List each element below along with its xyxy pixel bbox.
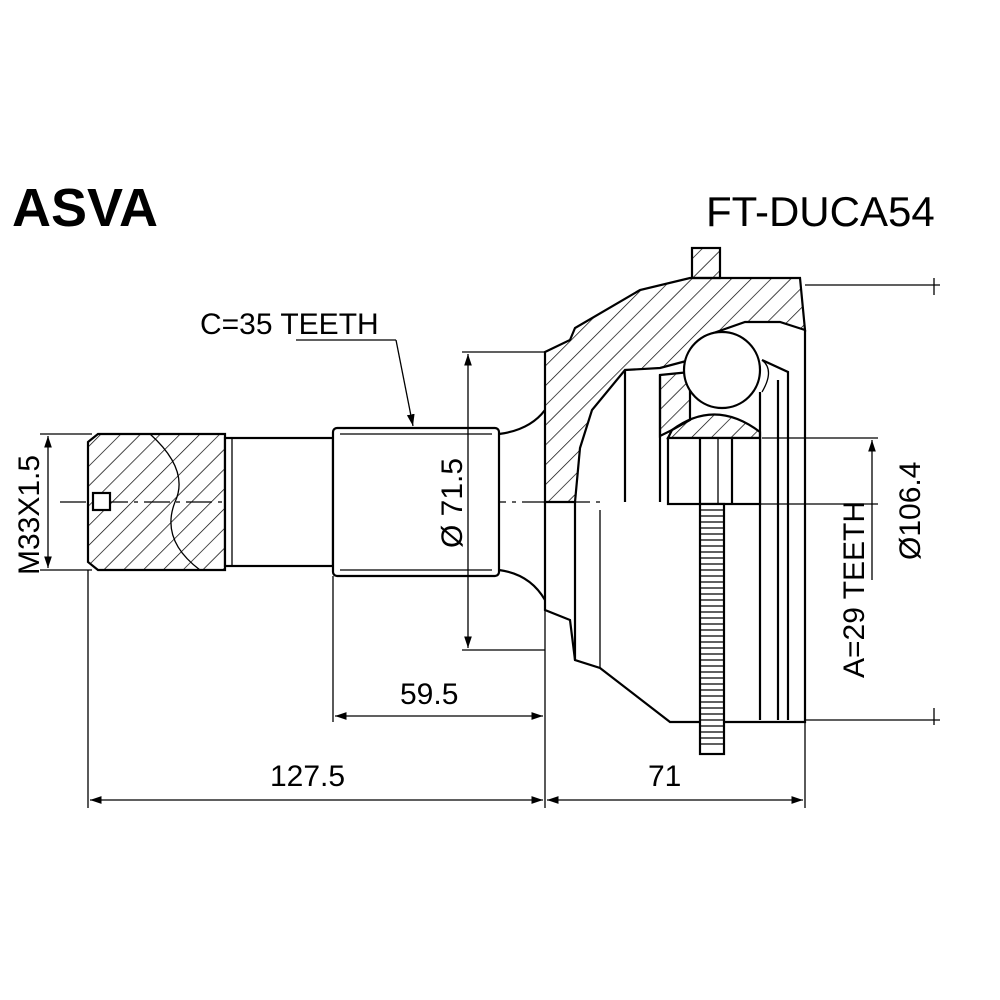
stub-center-hole [91, 491, 112, 512]
brand-logo: ASVA [12, 178, 158, 238]
shaft-neck [223, 436, 335, 568]
splined-shaft [331, 426, 501, 578]
label-length-total-shaft: 127.5 [270, 760, 345, 793]
inner-race [623, 359, 790, 720]
race-groove [761, 359, 770, 393]
label-spline-outer: C=35 TEETH [200, 308, 379, 341]
abs-ring [698, 502, 726, 756]
label-length-shaft: 59.5 [400, 678, 458, 711]
shaft-fillet-top [498, 409, 546, 436]
cage-lower [666, 413, 762, 440]
abs-stub-top [690, 246, 722, 280]
stub-break-line [149, 433, 201, 571]
abs-ring-teeth [700, 509, 724, 745]
ball-bearing [682, 330, 762, 410]
label-length-housing: 71 [648, 760, 681, 793]
label-spline-inner: A=29 TEETH [838, 501, 871, 678]
part-number: FT-DUCA54 [706, 188, 935, 235]
leader-spline-outer [395, 339, 415, 427]
label-thread: M33X1.5 [13, 455, 46, 575]
label-diameter-housing: Ø106.4 [894, 462, 927, 560]
inner-spline-hub [666, 436, 762, 506]
threaded-stub [86, 432, 227, 572]
bell-housing-section [543, 276, 807, 504]
label-diameter-outer: Ø 71.5 [436, 458, 469, 548]
bell-housing-lower [543, 330, 807, 724]
shaft-fillet-bottom [498, 568, 546, 601]
